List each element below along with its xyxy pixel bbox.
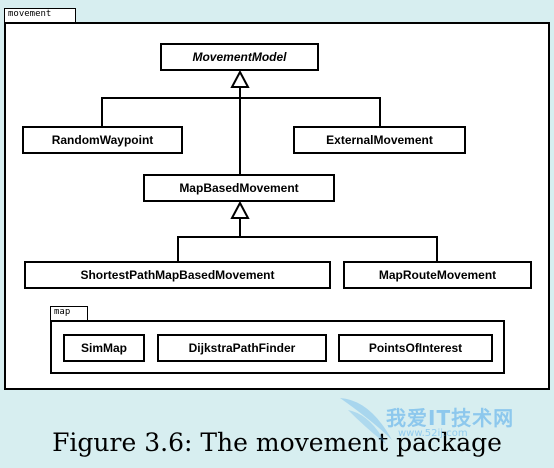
watermark-text: 我爱IT技术网	[386, 406, 515, 430]
package-tab-map: map	[50, 306, 88, 321]
package-tab-movement: movement	[4, 8, 76, 23]
package-label-movement: movement	[8, 9, 52, 19]
class-sim-map: SimMap	[63, 334, 145, 362]
package-label-map: map	[54, 307, 71, 317]
class-dijkstra-path-finder: DijkstraPathFinder	[157, 334, 327, 362]
class-random-waypoint: RandomWaypoint	[22, 126, 183, 154]
class-map-route-movement: MapRouteMovement	[343, 261, 532, 289]
class-points-of-interest: PointsOfInterest	[338, 334, 493, 362]
class-shortest-path-map-based-movement: ShortestPathMapBasedMovement	[24, 261, 331, 289]
class-movement-model: MovementModel	[160, 43, 319, 71]
class-map-based-movement: MapBasedMovement	[143, 174, 335, 202]
figure-caption: Figure 3.6: The movement package	[52, 428, 502, 457]
class-external-movement: ExternalMovement	[293, 126, 466, 154]
